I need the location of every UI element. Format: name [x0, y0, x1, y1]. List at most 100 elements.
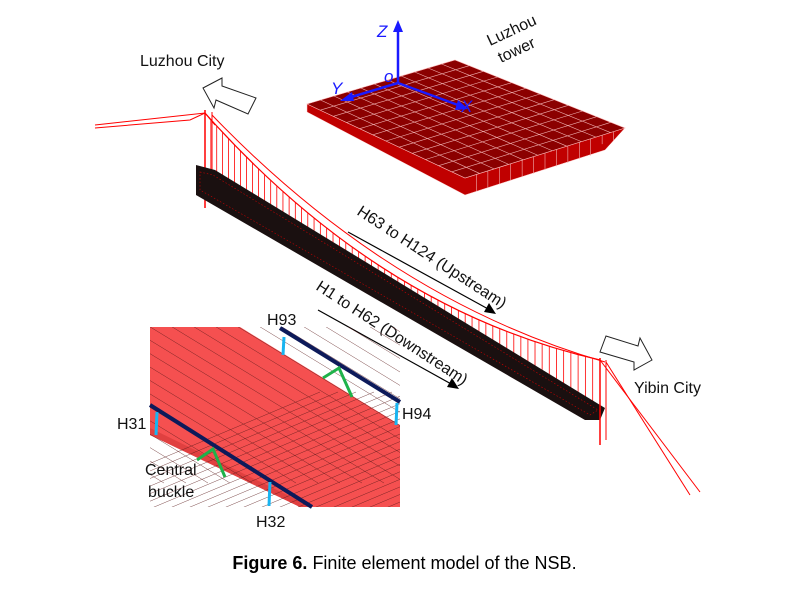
mesh-line: [347, 327, 400, 359]
mesh-line: [0, 300, 10, 483]
caption-text: Finite element model of the NSB.: [307, 553, 577, 573]
mesh-line: [532, 392, 809, 560]
mesh-line: [480, 300, 780, 483]
mesh-line: [387, 79, 553, 152]
right-backstay: [599, 359, 701, 493]
yibin-direction-arrow: [599, 335, 653, 371]
mesh-line: [802, 392, 809, 560]
mesh-line: [458, 300, 758, 483]
mesh-line: [279, 456, 400, 507]
figure-caption: Figure 6. Finite element model of the NS…: [0, 553, 809, 574]
mesh-line: [150, 393, 297, 484]
mesh-line: [0, 300, 32, 483]
mesh-line: [442, 392, 809, 560]
mesh-line: [360, 87, 524, 161]
mesh-line: [171, 327, 400, 467]
yibin-city-label: Yibin City: [634, 380, 701, 397]
bridge-model: [94, 110, 701, 496]
mesh-line: [438, 116, 597, 166]
mesh-line: [712, 392, 809, 560]
luzhou-tower-model: [306, 59, 626, 196]
h32-label: H32: [256, 514, 285, 531]
mesh-line: [150, 447, 209, 484]
mesh-line: [788, 300, 809, 483]
mesh-line: [171, 411, 400, 507]
mesh-line: [333, 95, 495, 170]
mesh-line: [193, 327, 400, 453]
h94-label: H94: [402, 406, 431, 423]
mesh-line: [694, 392, 809, 560]
mesh-line: [347, 91, 509, 165]
central-buckle-label-1: Central: [145, 462, 197, 479]
luzhou-city-label: Luzhou City: [140, 53, 225, 70]
mesh-line: [150, 391, 357, 479]
h31-label: H31: [117, 416, 146, 433]
mesh-line: [333, 71, 484, 117]
luzhou-direction-arrow: [202, 77, 257, 115]
mesh-line: [766, 392, 809, 560]
axis-origin-label: o: [384, 67, 393, 86]
mesh-line: [658, 392, 809, 560]
central-buckle-lines: [196, 365, 354, 478]
mesh-line: [150, 420, 253, 484]
mesh-line: [0, 300, 98, 483]
mesh-line: [150, 395, 400, 502]
deck: [196, 165, 605, 420]
mesh-line: [766, 300, 809, 483]
central-buckle-label-2: buckle: [148, 484, 194, 501]
mesh-line: [150, 353, 363, 484]
mesh-line: [391, 327, 400, 333]
axis-x-label: X: [460, 97, 473, 116]
mesh-line: [0, 300, 120, 483]
mesh-line: [496, 392, 809, 560]
mesh-line: [744, 300, 809, 483]
mesh-line: [237, 327, 400, 426]
mesh-line: [150, 380, 319, 484]
mesh-line: [150, 366, 341, 484]
mesh-line: [0, 300, 76, 483]
mesh-line: [259, 327, 400, 413]
mesh-line: [150, 339, 385, 484]
upstream-cable-inset: [278, 326, 402, 404]
mesh-line: [401, 75, 567, 147]
mesh-line: [320, 65, 470, 111]
mesh-line: [427, 67, 597, 138]
downstream-cable-inset: [148, 403, 314, 509]
mesh-line: [514, 392, 809, 560]
mesh-line: [730, 392, 809, 560]
mesh-line: [320, 99, 480, 174]
mesh-line: [150, 391, 321, 464]
mesh-line: [372, 88, 526, 136]
axis-y-label: Y: [331, 79, 344, 98]
mesh-line: [460, 392, 809, 560]
upstream-arrow: [347, 231, 491, 311]
mesh-line: [0, 300, 54, 483]
mesh-line: [150, 391, 375, 487]
mesh-line: [150, 474, 165, 484]
mesh-line: [153, 403, 400, 507]
mesh-line: [412, 105, 569, 154]
mesh-line: [303, 327, 400, 386]
mesh-line: [586, 392, 809, 560]
mesh-line: [700, 300, 809, 483]
axis-z-label: Z: [376, 22, 388, 41]
deck-detail-inset: [0, 300, 809, 560]
mesh-line: [385, 93, 541, 142]
mesh-line: [150, 391, 393, 494]
mesh-line: [451, 122, 611, 173]
mesh-line: [325, 327, 400, 373]
mesh-line: [414, 71, 582, 142]
mesh-line: [424, 392, 809, 560]
mesh-line: [281, 327, 400, 400]
mesh-line: [722, 300, 809, 483]
mesh-line: [425, 110, 583, 160]
downstream-arrow: [317, 309, 454, 386]
mesh-line: [748, 392, 809, 560]
mesh-line: [346, 76, 498, 123]
mesh-line: [215, 327, 400, 440]
mesh-line: [676, 392, 809, 560]
mesh-line: [297, 463, 400, 507]
mesh-line: [374, 83, 538, 156]
mesh-line: [604, 392, 809, 560]
